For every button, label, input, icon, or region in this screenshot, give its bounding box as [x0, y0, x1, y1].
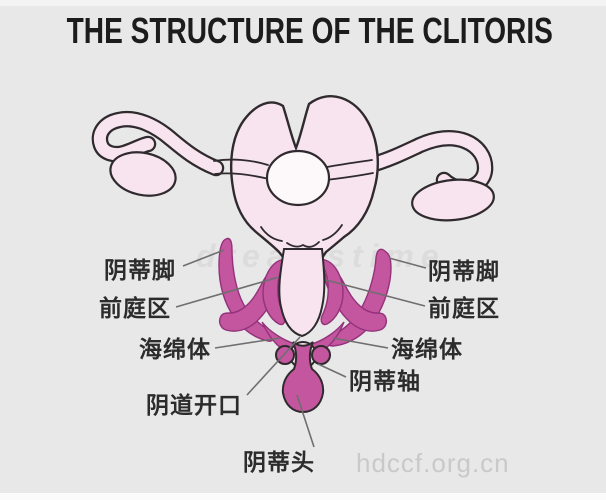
leader-right-crus — [388, 257, 427, 269]
leader-glans — [296, 394, 315, 448]
label-left-crus: 阴蒂脚 — [104, 257, 176, 283]
leader-vaginal-opening — [246, 336, 301, 396]
top-edge-strip — [0, 0, 606, 6]
clitoris-shaft-glans — [281, 341, 325, 414]
ovary-right — [411, 178, 495, 222]
leader-right-vestibule — [325, 279, 426, 307]
uterine-cavity-circle — [265, 149, 331, 207]
leader-right-cavernosum — [332, 337, 389, 349]
tube-cross-line-left-bottom — [214, 172, 270, 180]
label-left-vestibule: 前庭区 — [99, 295, 171, 321]
ovary-left — [109, 151, 177, 197]
label-right-cavernosum: 海绵体 — [391, 336, 463, 362]
cervix-fold-right — [322, 224, 343, 241]
label-vaginal-opening: 阴道开口 — [146, 392, 242, 418]
bottom-edge-strip — [0, 493, 606, 500]
label-glans: 阴蒂头 — [243, 449, 315, 475]
cervix-fold-center — [286, 241, 320, 248]
tube-cross-line-right-top — [326, 159, 373, 168]
tube-cross-line-right-bottom — [325, 172, 374, 181]
leader-left-vestibule — [175, 276, 280, 308]
label-left-cavernosum: 海绵体 — [139, 336, 211, 362]
vagina-tube — [278, 248, 326, 338]
leader-left-crus — [182, 249, 225, 267]
fallopian-tube-left — [94, 113, 222, 174]
tube-cross-line-left-top — [213, 158, 269, 166]
leader-left-cavernosum — [214, 337, 281, 349]
site-watermark: hdccf.org.cn — [356, 448, 510, 478]
cervix-fold-left — [260, 226, 283, 242]
leader-shaft — [317, 363, 347, 378]
label-right-crus: 阴蒂脚 — [428, 258, 500, 284]
page-title: THE STRUCTURE OF THE CLITORIS — [66, 10, 553, 51]
label-right-vestibule: 前庭区 — [428, 295, 500, 321]
label-shaft: 阴蒂轴 — [349, 368, 421, 394]
shaft-knob-right — [311, 345, 331, 365]
